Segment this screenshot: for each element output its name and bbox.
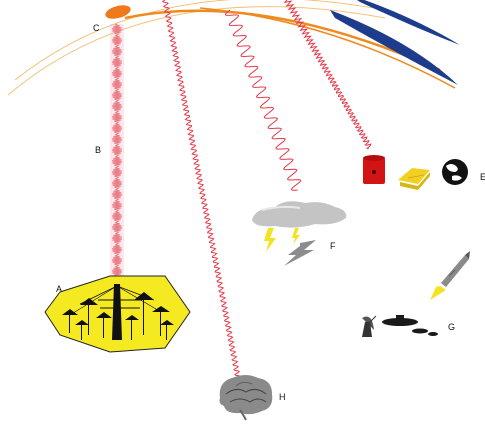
blue-band-upper xyxy=(357,0,460,45)
wave-to-targets xyxy=(283,0,372,150)
satellite-dish-icon xyxy=(362,315,377,337)
inner-thin-arc xyxy=(14,0,396,81)
orange-band-lower xyxy=(199,7,456,89)
gold-bars-icon xyxy=(398,168,430,190)
earth-globe-icon xyxy=(442,159,468,185)
label-h: H xyxy=(279,392,286,402)
heated-spot-icon xyxy=(105,5,131,19)
label-e: E xyxy=(480,172,485,182)
orange-arc xyxy=(124,9,441,72)
label-b: B xyxy=(95,145,102,155)
storm-cloud-icon xyxy=(252,201,347,228)
label-f: F xyxy=(330,241,336,251)
wave-to-cloud xyxy=(224,9,302,191)
wave-to-brain xyxy=(161,0,242,379)
label-a: A xyxy=(56,284,63,294)
human-brain-icon xyxy=(219,375,273,421)
blue-band-lower xyxy=(330,10,458,85)
label-g: G xyxy=(448,322,456,332)
beam-icon xyxy=(110,23,124,281)
hexagon-antenna-array-icon xyxy=(44,275,191,353)
submarine-icon xyxy=(382,315,438,336)
missile-icon xyxy=(430,251,470,300)
outer-thin-arc xyxy=(7,6,386,96)
lightning-bolt-icon xyxy=(264,228,316,266)
red-canister-icon xyxy=(363,155,385,184)
atmosphere-layers xyxy=(7,0,460,96)
label-c: C xyxy=(93,23,100,33)
